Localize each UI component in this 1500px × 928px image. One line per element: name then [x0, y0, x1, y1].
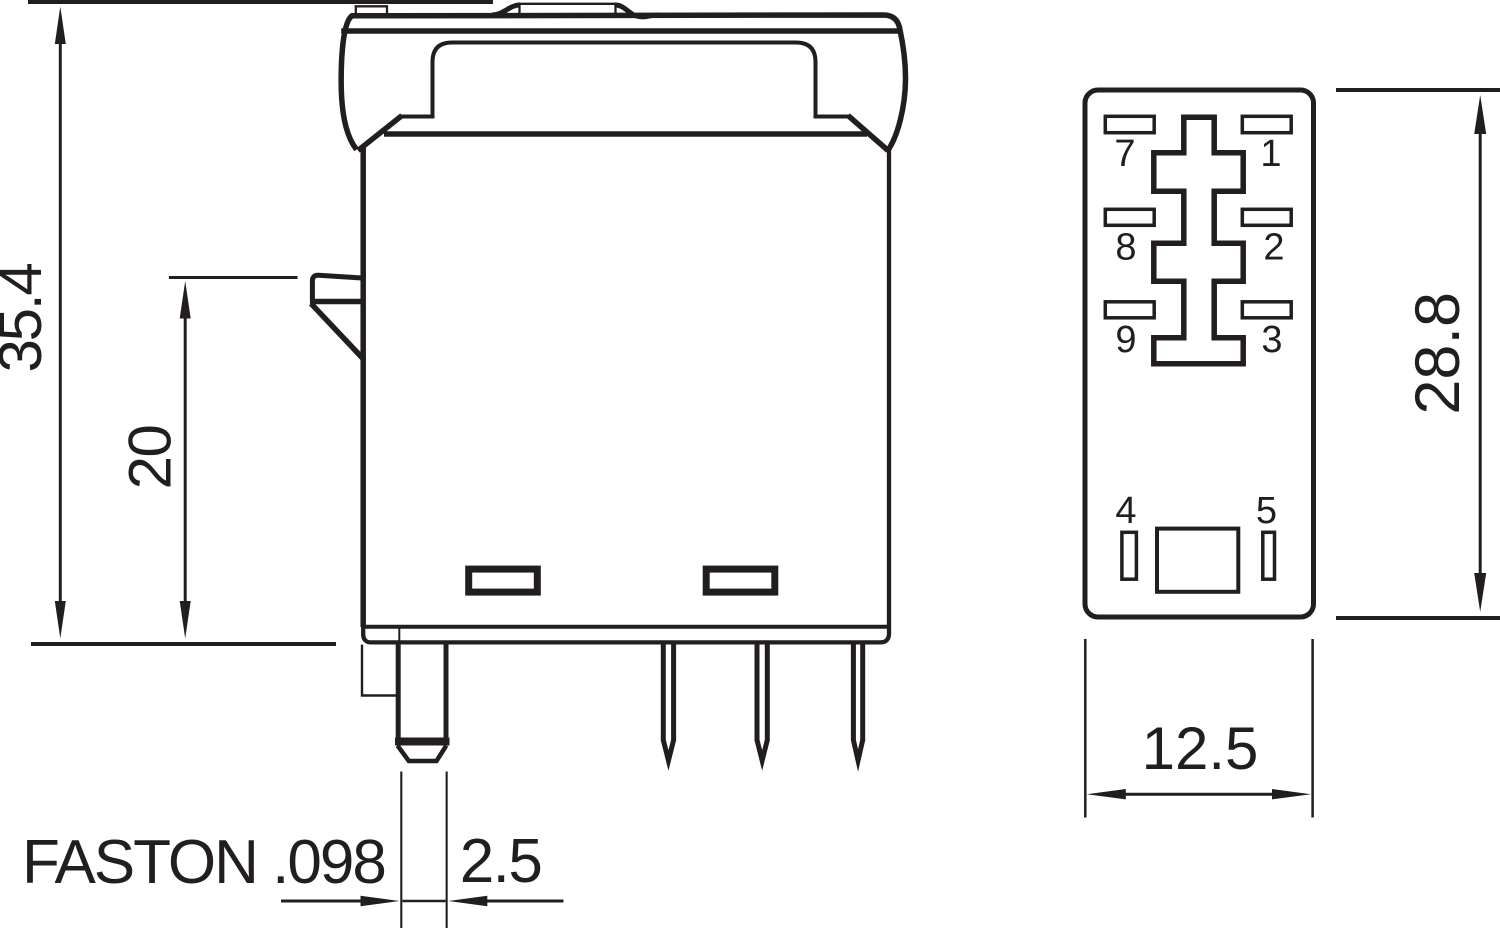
svg-text:8: 8 [1115, 227, 1136, 269]
svg-text:9: 9 [1115, 319, 1136, 361]
svg-text:3: 3 [1261, 319, 1282, 361]
svg-text:2: 2 [1263, 227, 1284, 269]
svg-text:FASTON .098: FASTON .098 [22, 828, 385, 897]
svg-text:1: 1 [1260, 133, 1281, 175]
svg-text:7: 7 [1114, 133, 1135, 175]
svg-text:2.5: 2.5 [460, 827, 542, 896]
svg-text:12.5: 12.5 [1142, 715, 1259, 782]
svg-text:20: 20 [117, 426, 184, 490]
svg-text:4: 4 [1115, 490, 1136, 532]
svg-text:35.4: 35.4 [0, 264, 54, 373]
svg-text:28.8: 28.8 [1403, 292, 1473, 415]
svg-text:5: 5 [1256, 490, 1277, 532]
